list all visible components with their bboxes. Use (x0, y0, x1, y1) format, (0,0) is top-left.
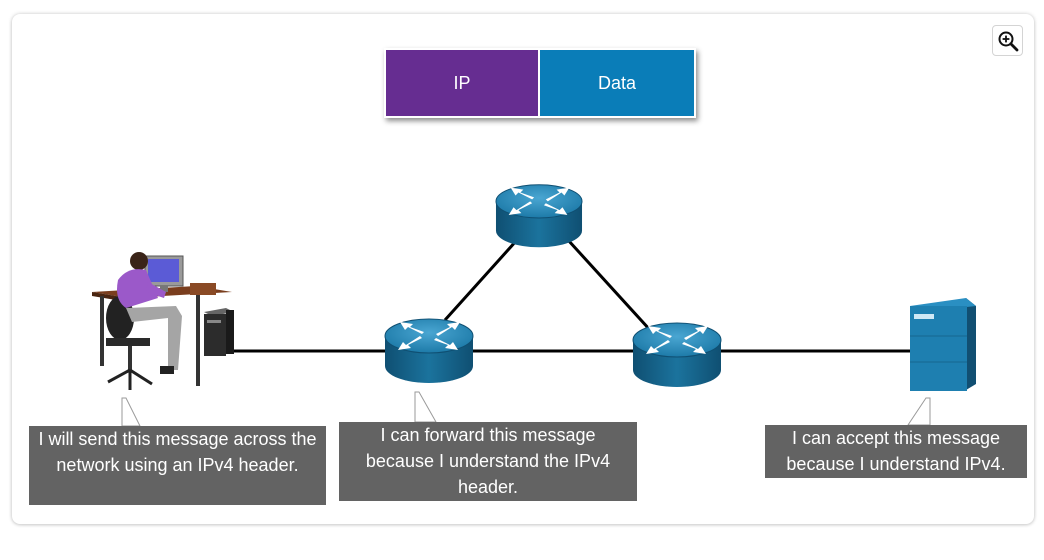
network-links (232, 238, 912, 353)
callout-router: I can forward this message because I und… (339, 422, 637, 501)
person-at-computer (92, 252, 234, 390)
zoom-in-button[interactable] (992, 25, 1023, 56)
router-left (384, 318, 474, 384)
router-right (632, 322, 722, 388)
link-left-router-to-top-router (443, 238, 519, 322)
callout-receiver: I can accept this message because I unde… (765, 425, 1027, 478)
packet-ip-field: IP (384, 48, 539, 118)
zoom-in-icon (998, 31, 1018, 51)
link-top-router-to-right-router (566, 238, 652, 332)
router-top (495, 184, 583, 248)
packet-header-diagram: IP Data (384, 48, 696, 118)
callout-pointers (121, 391, 931, 427)
server (910, 298, 976, 391)
callout-sender: I will send this message across the netw… (29, 426, 326, 505)
packet-data-field: Data (539, 48, 696, 118)
